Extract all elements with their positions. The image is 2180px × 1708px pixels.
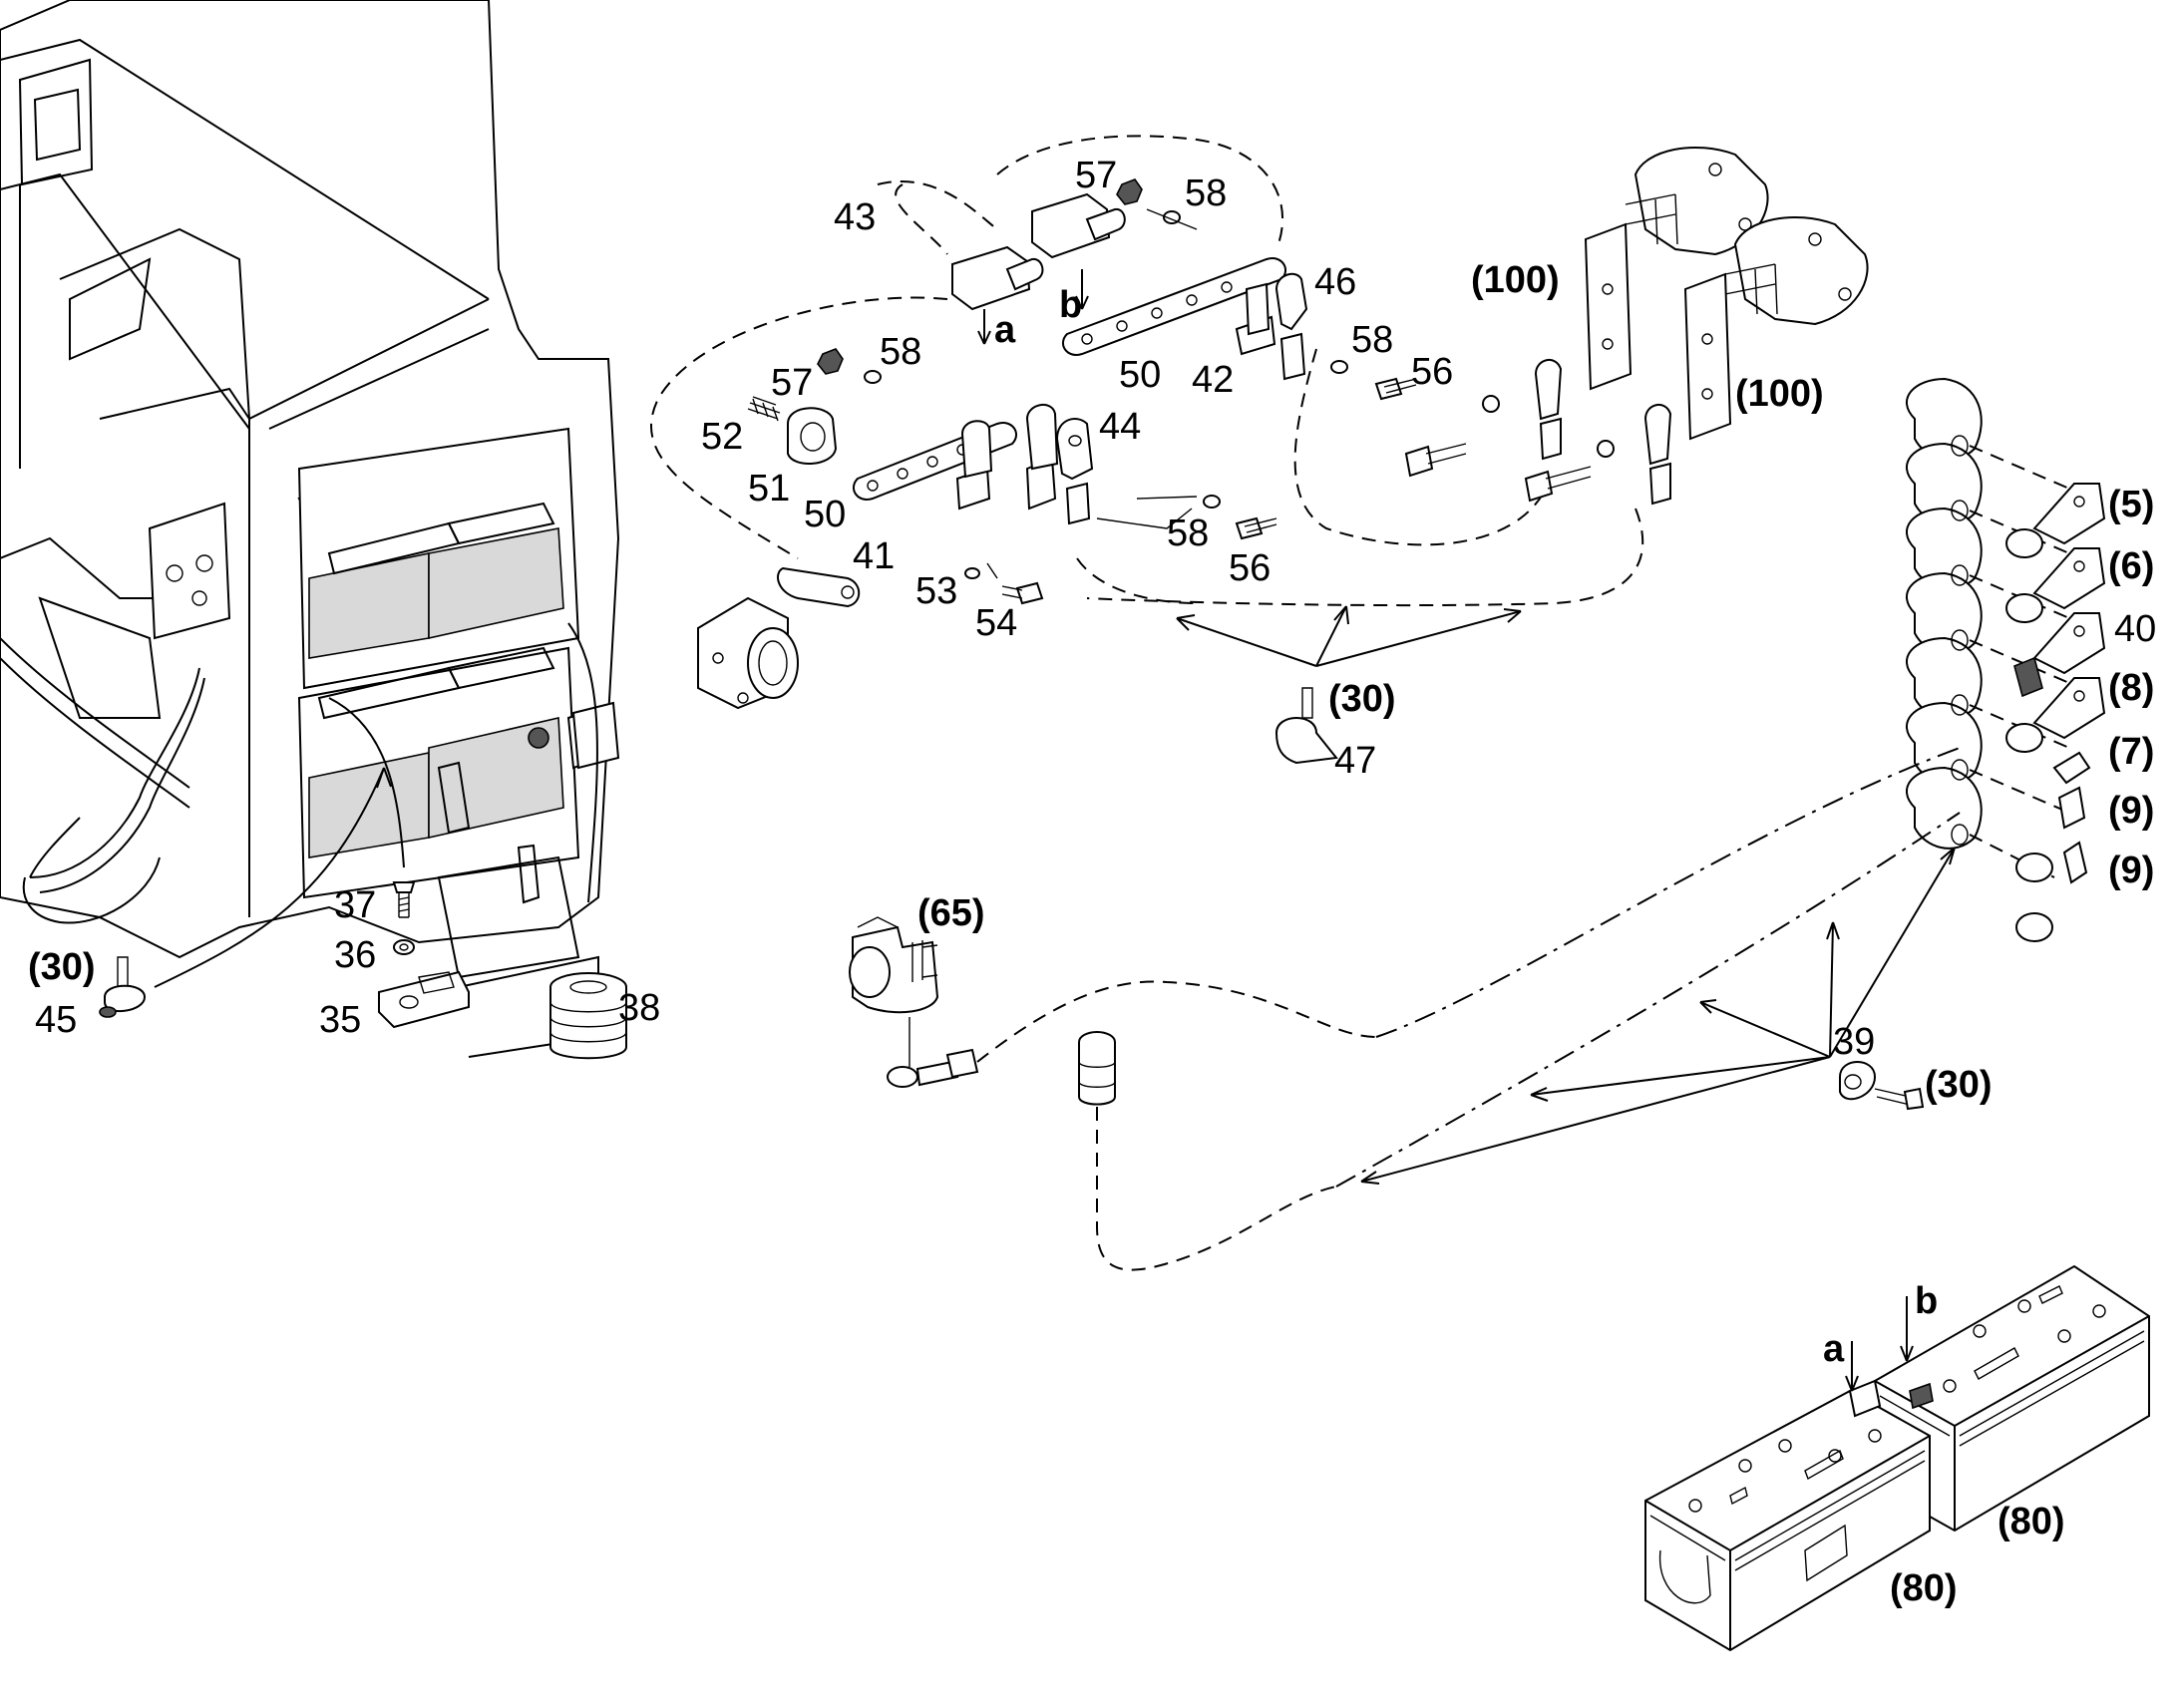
label-53: 53 [915,570,957,612]
harness-ab-arrows [977,269,1089,345]
leader-arrows-47 [1176,605,1522,667]
connector-socket [697,596,799,710]
battery-arrows-ab [1845,1296,1914,1392]
label-43: 43 [834,196,876,238]
label-58-mid: 58 [1167,512,1209,554]
part-51-isolator [787,407,838,466]
label-54: 54 [975,602,1017,644]
label-80-front: (80) [1890,1567,1958,1609]
label-5: (5) [2108,484,2154,525]
label-9-lower: (9) [2108,850,2154,891]
label-6: (6) [2108,545,2154,587]
label-50-upper: 50 [1119,354,1161,396]
part-36-washer [393,939,415,955]
part-44-lug [1055,418,1094,525]
label-51: 51 [748,468,790,510]
label-7: (7) [2108,731,2154,773]
label-37: 37 [334,884,376,926]
label-9-upper: (9) [2108,790,2154,832]
part-46-lug [1274,272,1308,381]
label-58-upper: 58 [1185,172,1227,214]
terminal-lugs-column [1969,445,2106,942]
label-57-lower: 57 [771,362,813,404]
wire-paths-lower [976,747,1961,1271]
leader-arrows-39 [1360,847,1956,1185]
part-58-washer-right [1330,360,1348,374]
label-56-lower: 56 [1229,547,1271,589]
part-45-clip [99,956,147,1018]
part-58-washer-lower [864,370,882,384]
part-52-stud [747,396,781,422]
label-100-right: (100) [1735,373,1824,415]
label-39: 39 [1833,1021,1875,1063]
part-35-bracket [378,970,470,1029]
part-65-sensor [849,916,939,1014]
part-54-bolt [1001,581,1044,605]
ring-lug-65 [887,1017,979,1088]
label-30-left: (30) [28,946,96,988]
part-56-bolt-lower [1235,516,1277,540]
part-53-washer [964,567,980,579]
label-35: 35 [319,999,361,1041]
dash-link-upper [1146,208,1198,230]
part-43-cap [951,245,1044,311]
callout-labels: 43 57 58 46 58 56 50 42 (100) (100) 57 5… [28,155,2156,1609]
leader-lines-left [154,622,598,988]
part-43b-cap [1031,192,1126,259]
label-a-harness: a [994,309,1016,351]
switch-lugs-and-bolts [1404,359,1672,506]
part-42-lug [1235,282,1276,356]
label-36: 36 [334,934,376,976]
part-80-battery-front [1644,1379,1934,1652]
part-41-lug [777,566,861,608]
label-41: 41 [853,535,895,577]
label-40: 40 [2114,608,2156,650]
part-47-clip [1274,687,1338,765]
part-37-screw [392,881,416,918]
part-56-bolt-upper [1374,377,1417,401]
label-57-upper: 57 [1075,155,1117,196]
label-46: 46 [1314,261,1356,303]
cable-harness-top [650,135,1644,607]
label-52: 52 [701,416,743,458]
label-80-rear: (80) [1998,1501,2065,1542]
grommet-stack [1905,377,1983,850]
junction-lugs-lower [955,404,1059,511]
label-30-right: (30) [1925,1064,1993,1106]
label-50-lower: 50 [804,494,846,535]
part-38-grommet [549,972,627,1060]
label-a-battery: a [1823,1328,1845,1370]
label-58-right: 58 [1351,319,1393,361]
label-56-upper: 56 [1411,351,1453,393]
label-8: (8) [2108,667,2154,709]
part-100-switch-a [1584,147,1769,391]
label-38: 38 [618,987,660,1029]
part-58-washer-mid [1203,495,1221,509]
machine-frame [0,0,620,1058]
label-42: 42 [1192,359,1234,401]
label-47: 47 [1334,740,1376,782]
part-39-clip [1839,1061,1925,1111]
label-45: 45 [35,999,77,1041]
label-b-harness: b [1059,284,1082,326]
label-58-lower: 58 [880,331,921,373]
label-30-mid: (30) [1328,678,1396,720]
label-44: 44 [1099,406,1141,448]
busbar-50-lower [853,422,1017,501]
part-57-nut-lower [817,348,844,375]
part-57-nut-upper [1116,178,1143,205]
label-b-battery: b [1915,1280,1938,1322]
part-100-switch-b [1683,216,1869,441]
inline-connector [1078,1031,1116,1106]
label-65: (65) [917,892,985,934]
label-100-left: (100) [1471,259,1560,301]
